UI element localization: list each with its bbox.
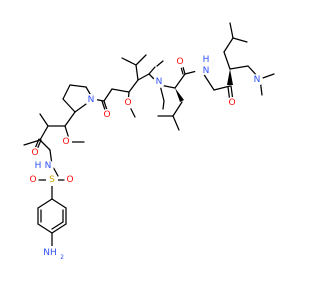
atom-sulfonyl-oxygen-left: O (29, 175, 36, 185)
atom-n-methyl-nitrogen: N (156, 77, 163, 87)
atom-labels: N H N O O N N O O O O N H O O S NH 2 (27, 55, 263, 261)
atom-amide-oxygen-mid: O (176, 57, 183, 67)
dolaisoleuine-fragment (101, 54, 165, 118)
atom-amide-oxygen-right: O (228, 98, 235, 108)
atom-sulfonamide-hydrogen: H (35, 161, 42, 171)
atom-aniline-nitrogen: NH (43, 248, 57, 258)
atom-sulfonyl-oxygen-right: O (66, 175, 73, 185)
atom-amide-oxygen-left: O (31, 148, 38, 158)
atom-methoxy-oxygen-left: O (62, 137, 69, 147)
atom-amide-hydrogen: H (203, 55, 210, 65)
dimethylvaline-fragment (213, 22, 275, 103)
molecule-structure: N H N O O N N O O O O N H O O S NH 2 (23, 22, 275, 261)
atom-methoxy-oxygen-right: O (124, 98, 131, 108)
sulfonylaniline-fragment (37, 149, 67, 247)
atom-aniline-subscript: 2 (60, 254, 64, 261)
atom-pyrrolidine-nitrogen: N (88, 95, 95, 105)
atom-sulfonamide-nitrogen: N (45, 161, 52, 171)
atom-amide-nitrogen-right: N (203, 66, 210, 76)
atom-dimethylamino-nitrogen: N (254, 75, 261, 85)
atom-ketone-oxygen: O (103, 110, 110, 120)
atom-sulfur: S (49, 175, 55, 185)
